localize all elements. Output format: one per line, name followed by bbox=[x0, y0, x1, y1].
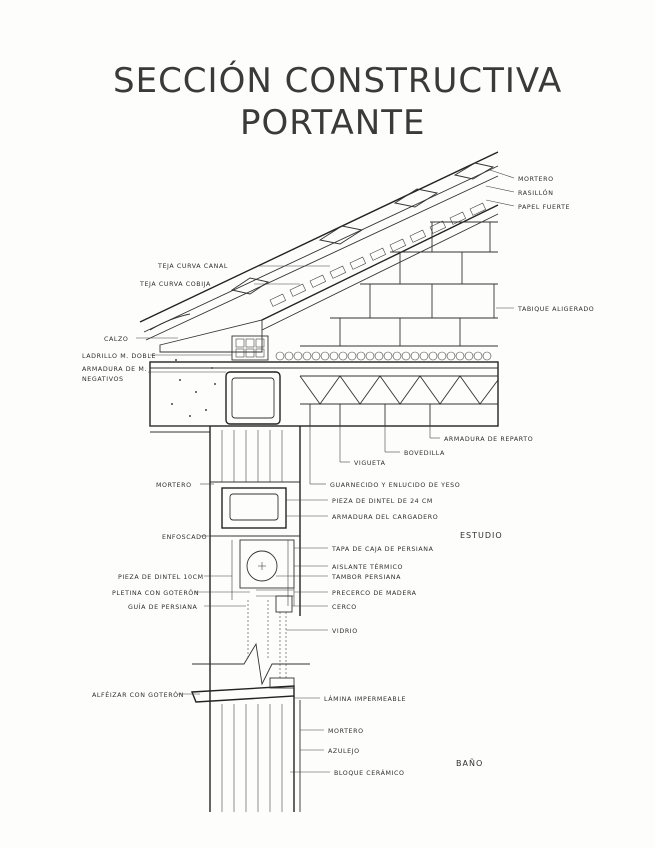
label-tapa-caja: TAPA DE CAJA DE PERSIANA bbox=[331, 546, 434, 553]
label-calzo: CALZO bbox=[104, 336, 128, 343]
label-bovedilla: BOVEDILLA bbox=[404, 450, 445, 457]
label-vigueta: VIGUETA bbox=[354, 460, 386, 467]
label-pletina: PLETINA CON GOTERÓN bbox=[112, 588, 199, 597]
label-pieza-dintel-10: PIEZA DE DINTEL 10CM bbox=[118, 574, 204, 581]
label-armadura-cargadero: ARMADURA DEL CARGADERO bbox=[332, 514, 438, 521]
label-aislante: AISLANTE TÉRMICO bbox=[332, 562, 403, 571]
label-ladrillo: LADRILLO M. DOBLE bbox=[82, 353, 156, 360]
label-mortero-mid: MORTERO bbox=[156, 482, 192, 489]
label-teja-canal: TEJA CURVA CANAL bbox=[157, 263, 228, 270]
roof-assembly bbox=[139, 151, 499, 353]
label-bloque: BLOQUE CERÁMICO bbox=[334, 768, 405, 777]
label-guarnecido: GUARNECIDO Y ENLUCIDO DE YESO bbox=[330, 482, 460, 489]
label-mortero-low: MORTERO bbox=[328, 728, 364, 735]
label-tambor: TAMBOR PERSIANA bbox=[331, 574, 401, 581]
label-lamina: LÁMINA IMPERMEABLE bbox=[324, 694, 406, 703]
label-precerco: PRECERCO DE MADERA bbox=[332, 590, 417, 597]
label-enfoscado: ENFOSCADO bbox=[162, 534, 207, 541]
label-armadura-negativos-1: ARMADURA DE M. bbox=[82, 366, 147, 373]
lower-wall bbox=[190, 677, 301, 812]
label-pieza-dintel-24: PIEZA DE DINTEL DE 24 CM bbox=[332, 498, 433, 505]
annotation-labels: MORTERO RASILLÓN PAPEL FUERTE TEJA CURVA… bbox=[82, 176, 594, 777]
label-tabique: TABIQUE ALIGERADO bbox=[517, 306, 594, 313]
floor-slab bbox=[149, 335, 499, 433]
title-line-2: PORTANTE bbox=[240, 103, 426, 143]
label-teja-cobija: TEJA CURVA COBIJA bbox=[139, 281, 211, 288]
label-azulejo: AZULEJO bbox=[328, 748, 360, 755]
label-mortero-top: MORTERO bbox=[518, 176, 554, 183]
label-guia: GUÍA DE PERSIANA bbox=[128, 602, 198, 611]
title-line-1: SECCIÓN CONSTRUCTIVA bbox=[113, 60, 562, 101]
room-label-bano: BAÑO bbox=[456, 758, 483, 768]
label-cerco: CERCO bbox=[332, 604, 357, 611]
leader-lines bbox=[136, 169, 515, 773]
label-armadura-negativos-2: NEGATIVOS bbox=[82, 376, 124, 383]
label-rasillon: RASILLÓN bbox=[518, 188, 554, 197]
label-armadura-reparto: ARMADURA DE REPARTO bbox=[444, 436, 533, 443]
room-label-estudio: ESTUDIO bbox=[460, 531, 503, 540]
label-papel-fuerte: PAPEL FUERTE bbox=[518, 204, 570, 211]
label-vidrio: VIDRIO bbox=[332, 628, 358, 635]
upper-wall bbox=[192, 426, 310, 812]
label-alfeizar: ALFÉIZAR CON GOTERÓN bbox=[92, 690, 184, 699]
